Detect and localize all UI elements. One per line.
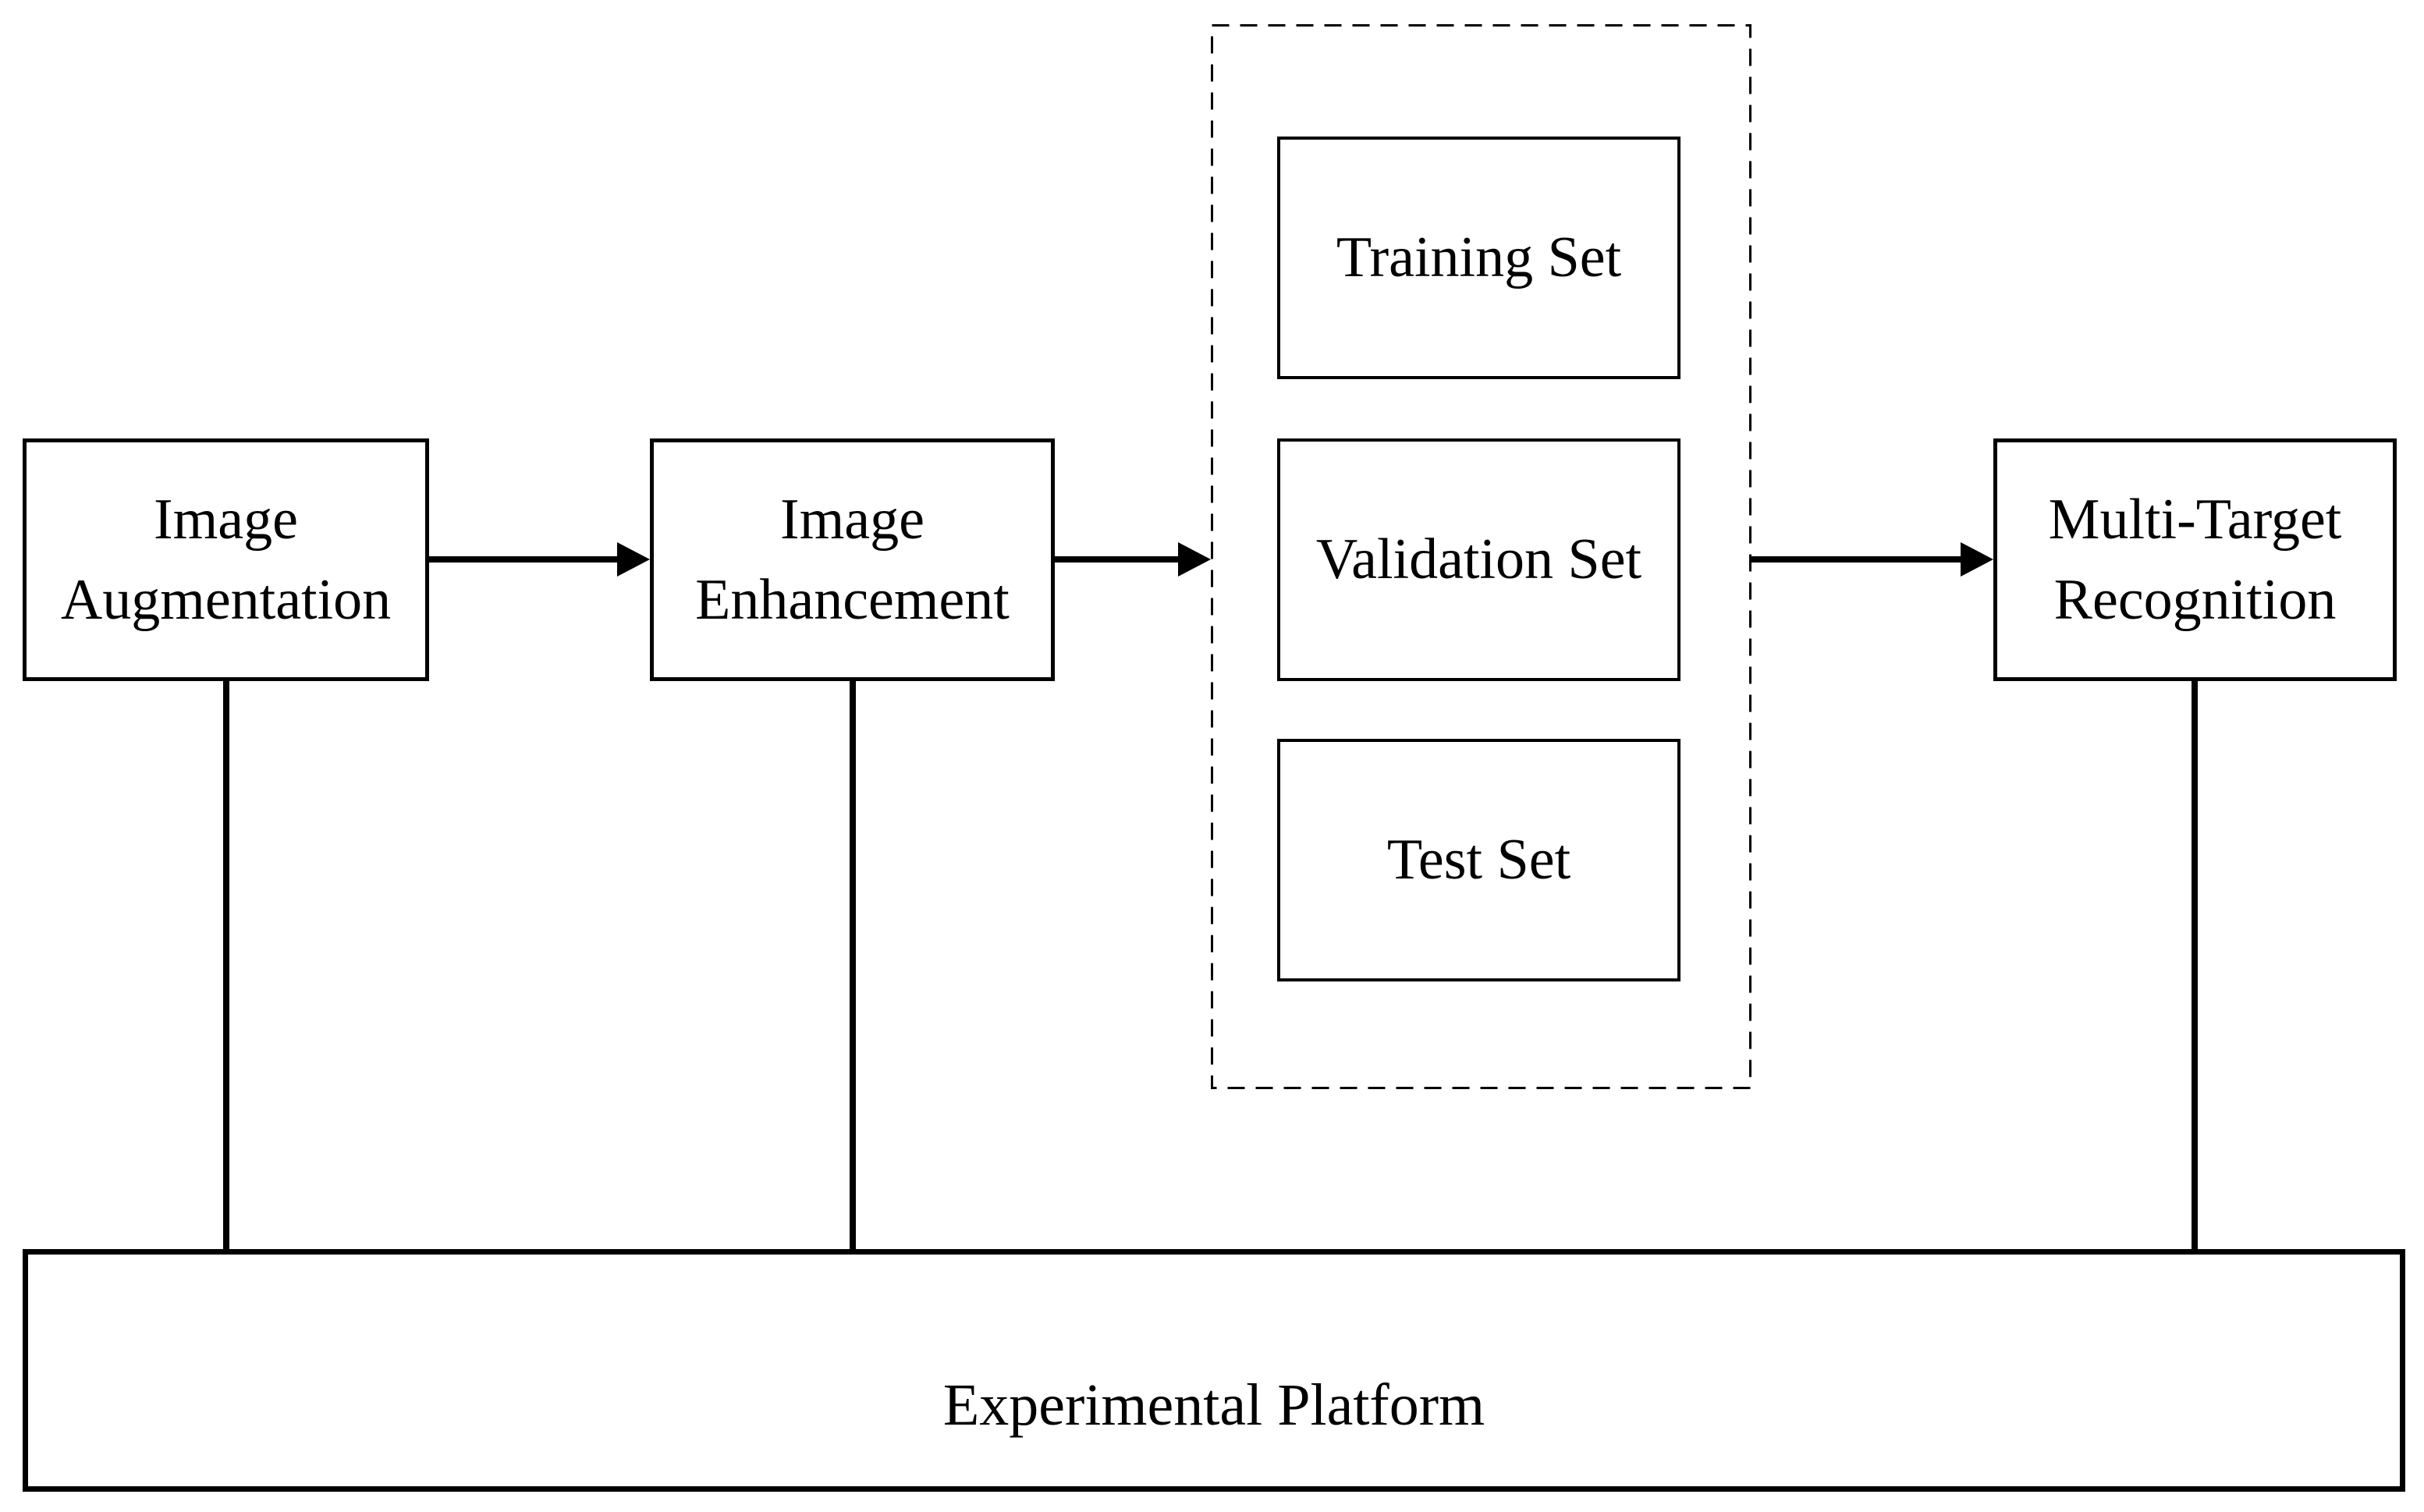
node-label: Training Set — [1336, 225, 1622, 290]
node-label: Enhancement — [695, 567, 1010, 632]
node-training-set: Training Set — [1277, 137, 1680, 379]
connector-recognition-to-platform — [2192, 681, 2198, 1251]
arrowhead-right-icon — [1178, 542, 1211, 577]
node-label: Recognition — [2053, 567, 2337, 632]
connector-augmentation-to-platform — [223, 681, 229, 1251]
arrow-augmentation-to-enhancement — [429, 542, 650, 577]
node-label: Multi-Target — [2048, 488, 2342, 552]
arrow-shaft — [429, 556, 617, 563]
arrow-shaft — [1055, 556, 1178, 563]
node-label: Image — [154, 488, 298, 552]
node-validation-set: Validation Set — [1277, 438, 1680, 681]
node-label: Validation Set — [1315, 527, 1642, 592]
dataset-group-dashed-border — [1211, 24, 1751, 1089]
node-experimental-platform: Experimental Platform — [23, 1249, 2405, 1492]
node-test-set: Test Set — [1277, 739, 1680, 981]
node-label: Augmentation — [60, 567, 392, 632]
node-label: Image — [780, 488, 925, 552]
arrow-dataset-group-to-recognition — [1751, 542, 1993, 577]
arrow-enhancement-to-dataset-group — [1055, 542, 1211, 577]
connector-enhancement-to-platform — [850, 681, 856, 1251]
node-image-enhancement: Image Enhancement — [650, 438, 1055, 681]
node-multi-target-recognition: Multi-Target Recognition — [1993, 438, 2397, 681]
node-label: Test Set — [1386, 828, 1571, 893]
node-image-augmentation: Image Augmentation — [23, 438, 429, 681]
arrow-shaft — [1751, 556, 1961, 563]
arrowhead-right-icon — [617, 542, 650, 577]
arrowhead-right-icon — [1961, 542, 1993, 577]
node-label: Experimental Platform — [942, 1372, 1485, 1439]
